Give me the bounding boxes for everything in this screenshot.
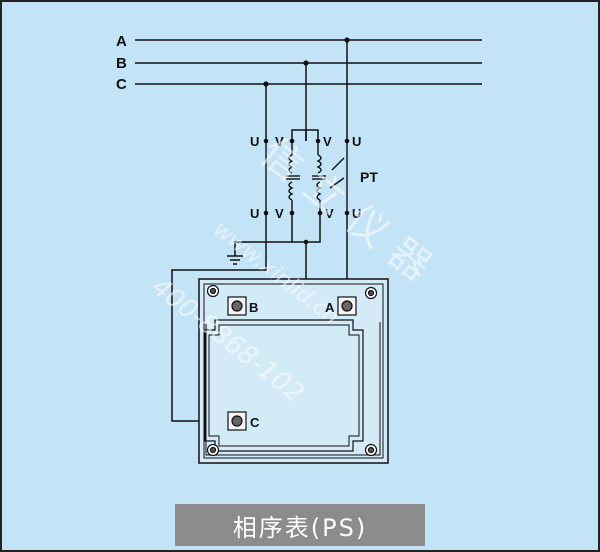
phase-sequence-meter: B A C [198, 278, 389, 464]
pt-right-secondary-coil [316, 181, 322, 201]
pt-terminal-label: V [325, 206, 334, 221]
pt-coils [265, 141, 348, 213]
pt-left-primary-coil [288, 154, 294, 174]
pt-left-secondary-coil [288, 181, 294, 201]
pt-terminal-label: U [250, 206, 259, 221]
meter-outer-frame [198, 278, 389, 464]
terminal-label-a: A [325, 300, 335, 315]
terminal-label-b: B [249, 300, 258, 315]
meter-face-outline [204, 319, 364, 452]
phase-lines [135, 39, 482, 85]
junction-dot [303, 239, 309, 245]
primary-wiring [265, 40, 348, 141]
terminal-label-c: C [250, 415, 260, 430]
phase-label-a: A [116, 33, 127, 50]
diagram-caption: 相序表(PS) [175, 504, 425, 546]
pt-terminal-label: V [275, 134, 284, 149]
phase-label-c: C [116, 76, 127, 93]
phase-label-b: B [116, 55, 127, 72]
pt-terminal-label: V [323, 134, 332, 149]
pt-terminal-label: V [275, 206, 284, 221]
pt-terminal-label: U [250, 134, 259, 149]
pt-terminal-label: U [352, 134, 361, 149]
pt-label: PT [360, 169, 378, 185]
pt-terminal-label: U [352, 206, 361, 221]
meter-terminals [227, 296, 357, 431]
corner-screws [206, 284, 378, 457]
pt-right-primary-coil [316, 154, 322, 174]
